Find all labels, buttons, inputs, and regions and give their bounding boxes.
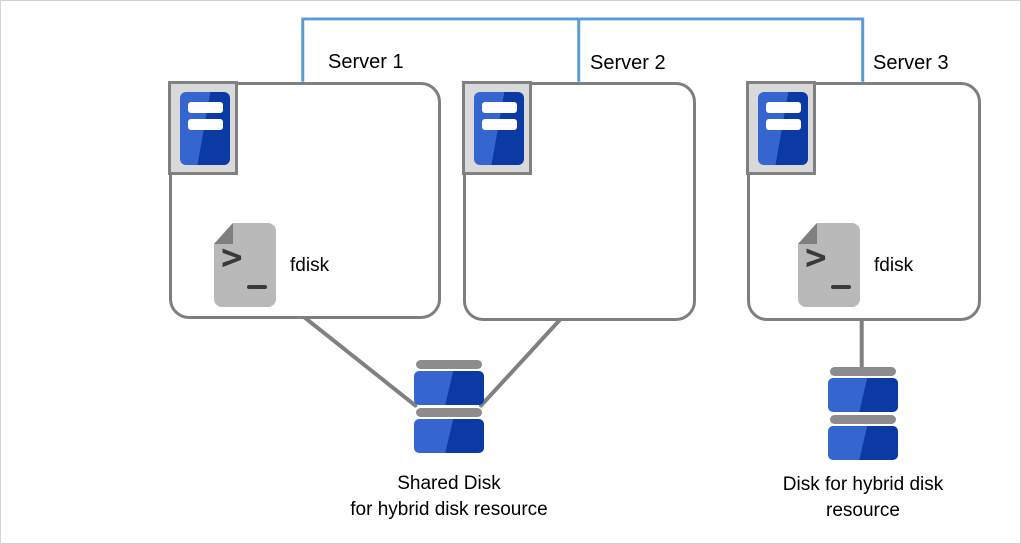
disk-platter bbox=[414, 371, 484, 405]
disk-cap bbox=[830, 415, 896, 424]
connector-server1-shared-disk bbox=[301, 314, 418, 408]
server2-tower-icon bbox=[462, 81, 532, 175]
hybrid-disk-label: Disk for hybrid disk resource bbox=[713, 472, 1013, 524]
disk-platter bbox=[828, 378, 898, 412]
shell-prompt-glyph: > bbox=[805, 237, 827, 278]
hybrid-disk-label-line2: resource bbox=[826, 500, 900, 521]
shared-disk-label-line2: for hybrid disk resource bbox=[350, 499, 548, 520]
server3-script-label: fdisk bbox=[874, 255, 914, 276]
connector-server2-shared-disk bbox=[479, 316, 563, 408]
server1-tower-icon bbox=[168, 81, 238, 175]
shell-prompt-glyph: > bbox=[221, 237, 243, 278]
disk-platter bbox=[828, 426, 898, 460]
server-slot bbox=[188, 119, 223, 130]
server-slot bbox=[766, 102, 801, 113]
server-tower-body bbox=[758, 92, 808, 165]
server2-box bbox=[463, 82, 696, 321]
disk-cap bbox=[830, 367, 896, 376]
server3-label: Server 3 bbox=[873, 52, 949, 74]
cursor-underscore bbox=[247, 285, 267, 289]
server-slot bbox=[766, 119, 801, 130]
server2-label: Server 2 bbox=[590, 52, 666, 74]
shared-disk-label: Shared Disk for hybrid disk resource bbox=[284, 471, 614, 523]
server1-script-label: fdisk bbox=[290, 255, 330, 276]
shared-disk-stack-icon bbox=[414, 360, 484, 456]
server-slot bbox=[188, 102, 223, 113]
server3-tower-icon bbox=[746, 81, 816, 175]
server-tower-body bbox=[474, 92, 524, 165]
hybrid-disk-stack-icon bbox=[828, 367, 898, 463]
server3-script-file-icon: > bbox=[798, 223, 860, 307]
disk-cap bbox=[416, 408, 482, 417]
server1-script-file-icon: > bbox=[214, 223, 276, 307]
disk-cap bbox=[416, 360, 482, 369]
server-slot bbox=[482, 102, 517, 113]
cursor-underscore bbox=[831, 285, 851, 289]
disk-platter bbox=[414, 419, 484, 453]
server1-label: Server 1 bbox=[328, 51, 404, 73]
shared-disk-label-line1: Shared Disk bbox=[397, 473, 501, 494]
hybrid-disk-label-line1: Disk for hybrid disk bbox=[782, 474, 944, 495]
server-slot bbox=[482, 119, 517, 130]
server-tower-body bbox=[180, 92, 230, 165]
